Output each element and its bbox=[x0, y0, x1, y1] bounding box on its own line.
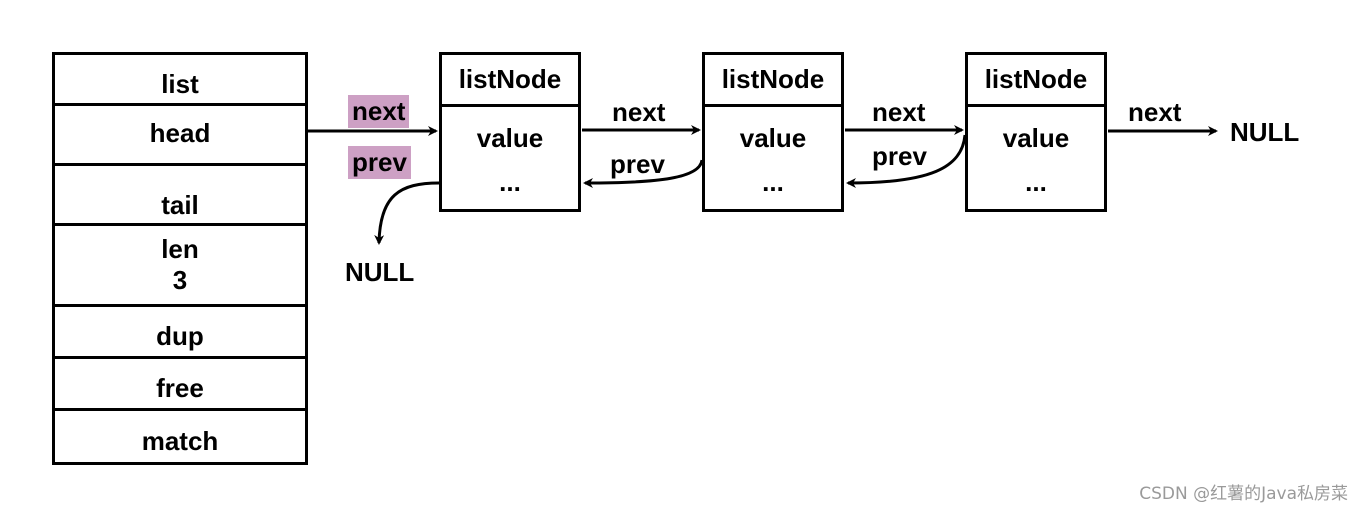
label-head-prev-text: prev bbox=[348, 146, 411, 179]
field-dup-label: dup bbox=[156, 320, 204, 351]
node-3-value: value bbox=[1002, 123, 1070, 153]
label-head-next-text: next bbox=[348, 95, 410, 128]
field-free: free bbox=[55, 359, 305, 411]
list-struct-box: list head tail len 3 dup free match bbox=[52, 52, 308, 465]
label-node2-prev: prev bbox=[610, 149, 665, 179]
label-node1-next: next bbox=[612, 97, 666, 127]
field-tail: tail bbox=[55, 166, 305, 226]
list-title: list bbox=[55, 55, 305, 106]
node-2-ellipsis: ... bbox=[762, 167, 784, 197]
label-head-prev: prev bbox=[348, 146, 411, 179]
label-node2-next: next bbox=[872, 97, 926, 127]
node-1-value: value bbox=[476, 123, 544, 153]
field-match-label: match bbox=[141, 425, 219, 456]
arrow-node3-prev bbox=[846, 134, 967, 188]
list-title-label: list bbox=[161, 69, 199, 99]
label-node3-next: next bbox=[1128, 97, 1182, 127]
list-node-1: listNode value ... bbox=[439, 52, 581, 212]
field-head: head bbox=[55, 106, 305, 166]
arrow-node2-prev bbox=[583, 159, 704, 188]
list-node-3: listNode value ... bbox=[965, 52, 1107, 212]
field-head-label: head bbox=[149, 117, 211, 148]
label-node3-prev: prev bbox=[872, 141, 927, 171]
node-3-ellipsis: ... bbox=[1025, 167, 1047, 197]
label-null-right: NULL bbox=[1230, 117, 1300, 147]
field-len: len 3 bbox=[55, 226, 305, 307]
field-len-value: 3 bbox=[172, 265, 188, 295]
label-null-left: NULL bbox=[345, 257, 415, 287]
node-2-value: value bbox=[739, 123, 807, 153]
field-match: match bbox=[55, 411, 305, 462]
node-1-ellipsis: ... bbox=[499, 167, 521, 197]
watermark: CSDN @红薯的Java私房菜 bbox=[1139, 484, 1348, 504]
label-head-next: next bbox=[348, 95, 410, 128]
field-dup: dup bbox=[55, 307, 305, 359]
node-3-title: listNode bbox=[968, 55, 1104, 107]
field-len-label: len bbox=[161, 234, 199, 264]
arrow-node1-prev-null bbox=[374, 181, 440, 245]
field-tail-label: tail bbox=[161, 189, 199, 220]
field-free-label: free bbox=[156, 372, 204, 403]
node-2-title: listNode bbox=[705, 55, 841, 107]
node-1-title: listNode bbox=[442, 55, 578, 107]
list-node-2: listNode value ... bbox=[702, 52, 844, 212]
